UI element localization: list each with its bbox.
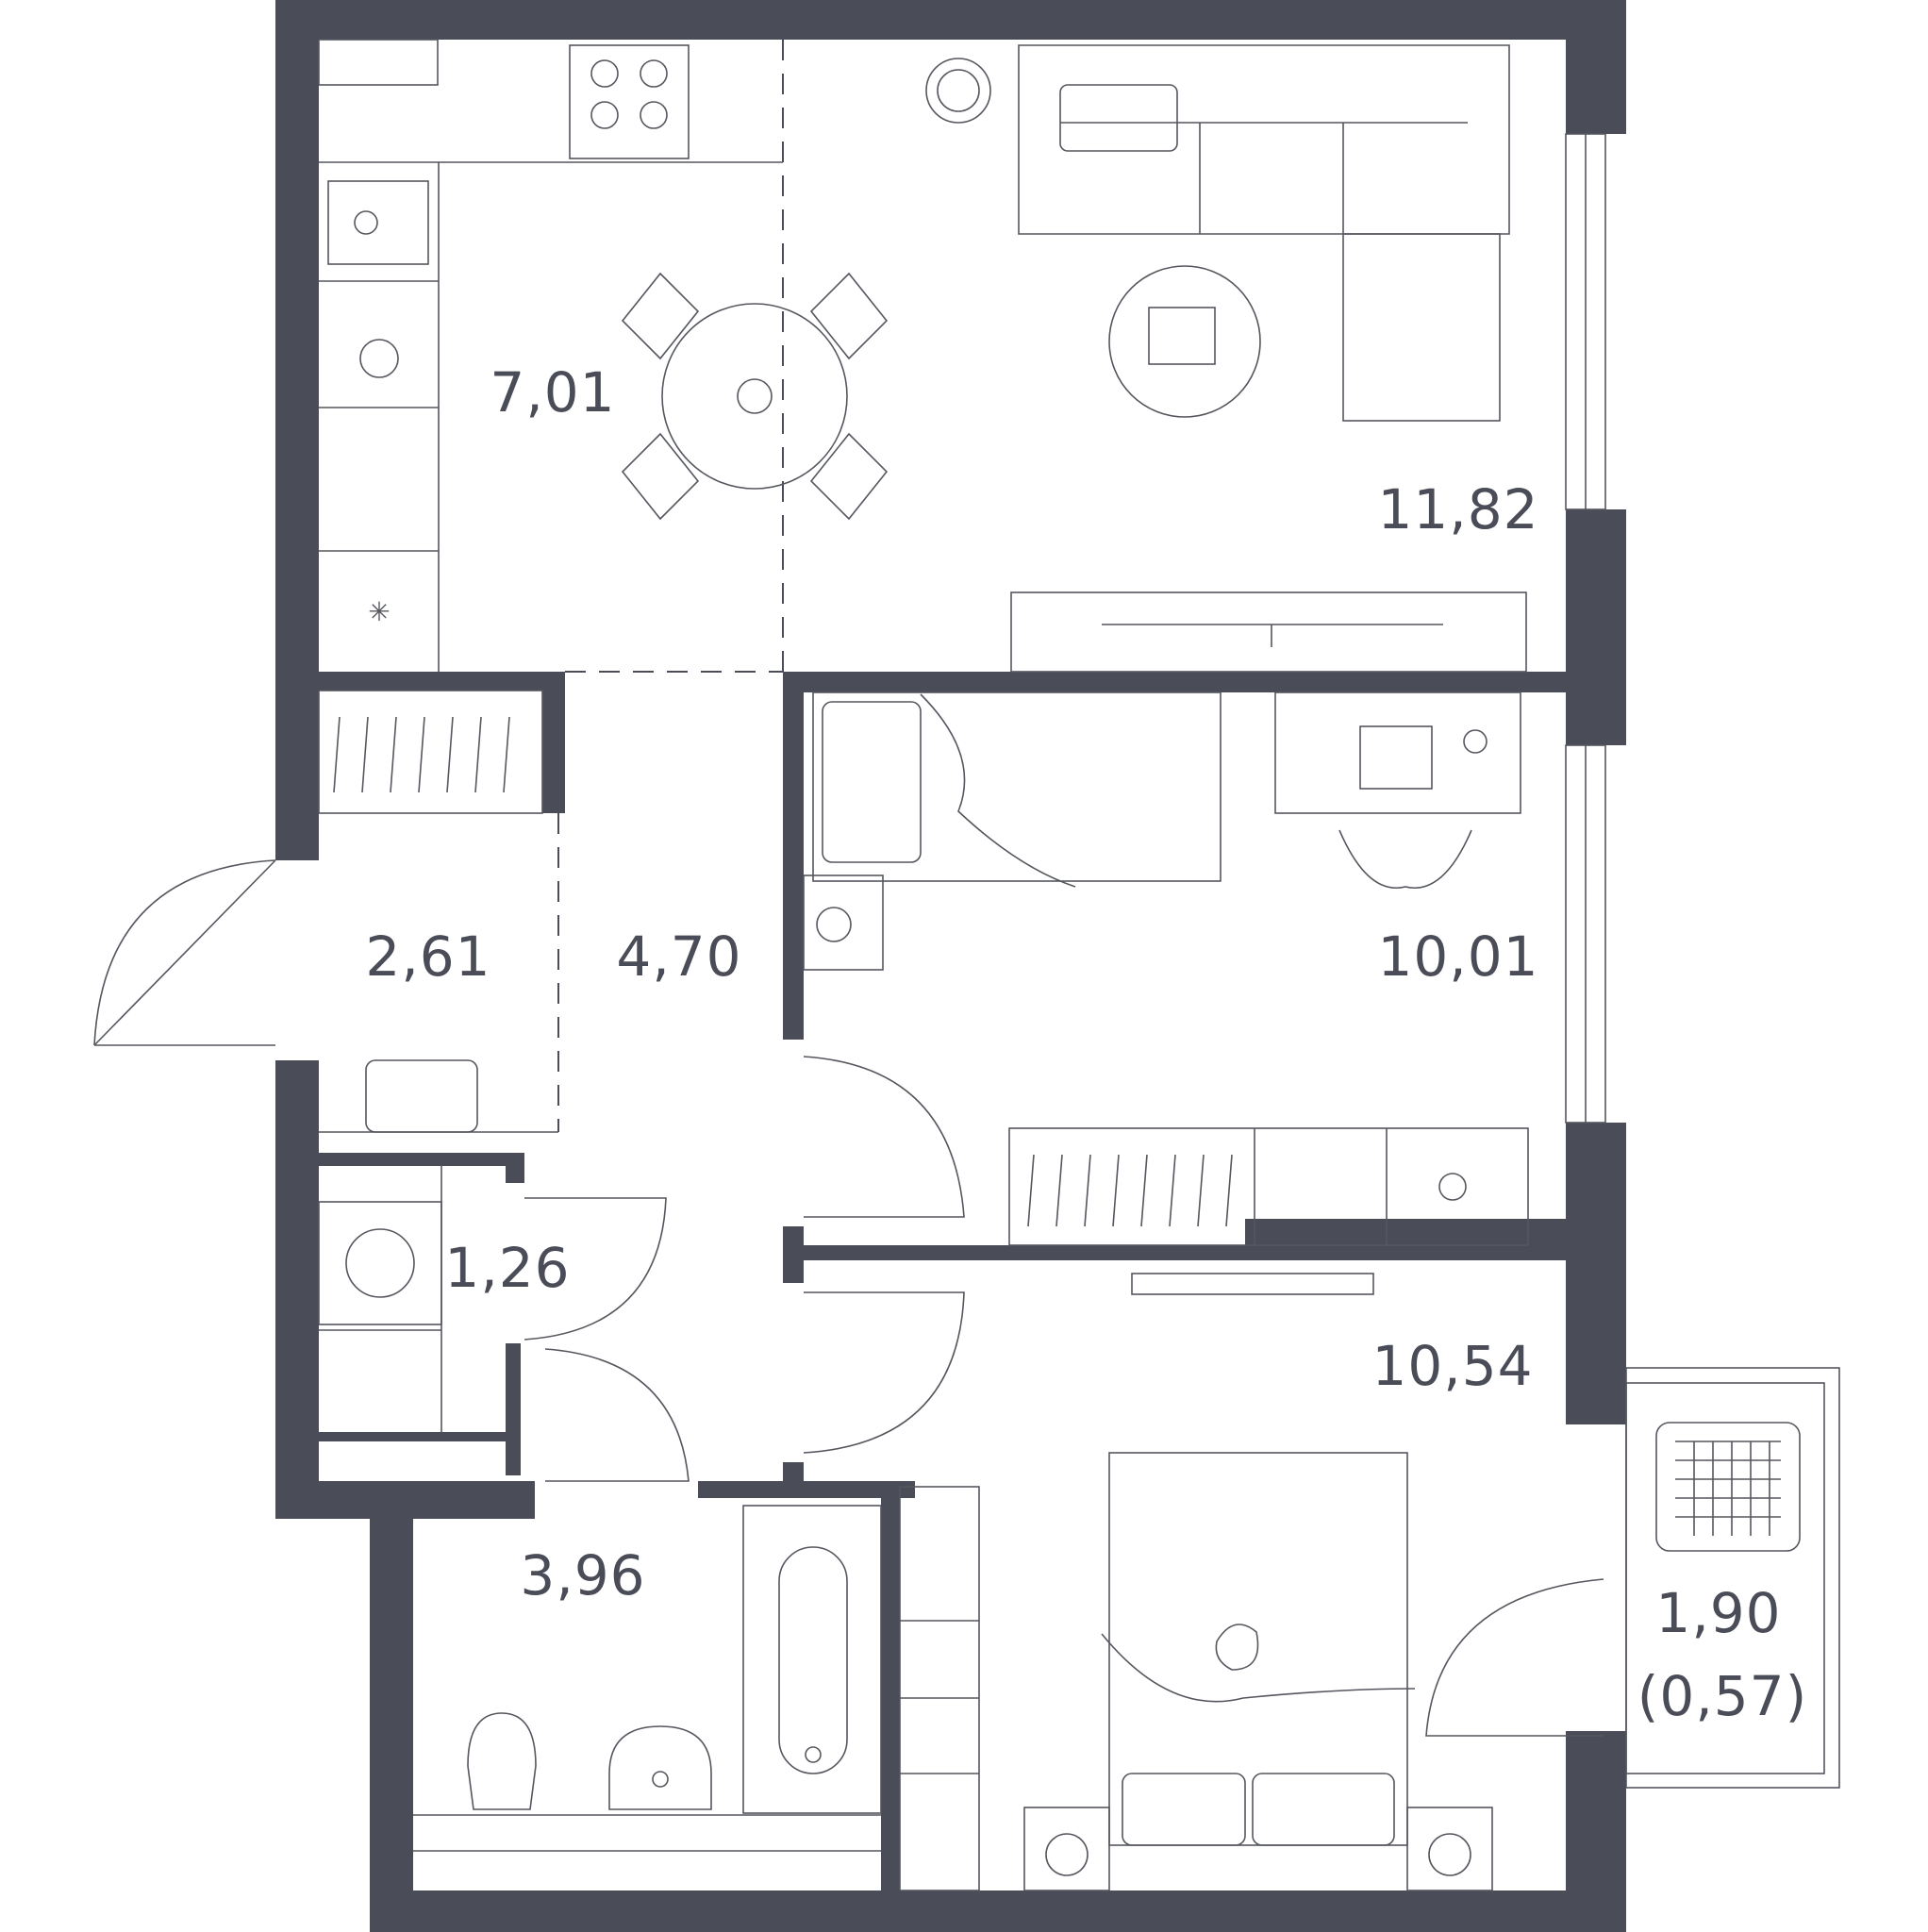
desk	[1274, 691, 1521, 814]
coffee-table	[1108, 265, 1261, 418]
dining-table	[661, 303, 848, 490]
walls	[275, 0, 1626, 1932]
bedroom-2-area-label: 10,54	[1371, 1334, 1533, 1398]
balcony	[1625, 1367, 1840, 1789]
wardrobe-area-label: 1,26	[444, 1236, 570, 1300]
stove-icon	[569, 44, 690, 159]
wardrobe-room-furniture	[318, 1166, 442, 1432]
vent-icon	[925, 58, 991, 124]
washing-machine	[318, 1201, 442, 1325]
washbasin-icon	[608, 1725, 712, 1810]
tv-stand	[1010, 591, 1527, 673]
kitchen-area-label: 7,01	[490, 360, 615, 425]
kitchen-furniture: ✳	[318, 39, 889, 672]
shelving	[899, 1486, 980, 1891]
living-room-area-label: 11,82	[1377, 477, 1538, 541]
bathroom-door	[544, 1348, 690, 1482]
bathroom-area-label: 3,96	[520, 1543, 645, 1607]
bed	[812, 691, 1222, 882]
chair	[1338, 829, 1472, 889]
hall-area-label: 2,61	[365, 924, 490, 989]
tv-shelf	[1131, 1273, 1374, 1295]
bedroom-1-furniture	[803, 691, 1529, 1246]
corridor-area-label: 4,70	[616, 924, 741, 989]
living-room-furniture	[925, 44, 1527, 673]
sofa	[1018, 44, 1510, 235]
entrance-door	[93, 859, 276, 1046]
hall-closet	[318, 690, 558, 1133]
wardrobe-door	[524, 1197, 667, 1341]
snowflake-icon: ✳	[368, 596, 390, 627]
bedroom-2-door	[803, 1291, 965, 1454]
bedroom-1-door	[803, 1056, 965, 1218]
toilet-icon	[467, 1712, 537, 1810]
sink-icon	[327, 180, 429, 265]
balcony-area-label: 1,90	[1655, 1581, 1781, 1645]
zone-dividers	[557, 40, 784, 1132]
plant-icon	[1438, 1173, 1467, 1201]
shoe-rack	[365, 1059, 478, 1133]
armchair-icon	[1655, 1422, 1801, 1552]
bathroom-furniture	[413, 1505, 882, 1852]
faucet-icon	[359, 339, 399, 378]
bathtub	[742, 1505, 882, 1814]
bedroom-2-furniture	[899, 1273, 1493, 1891]
balcony-reduced-area-label: (0,57)	[1637, 1664, 1807, 1728]
doors	[93, 859, 1604, 1737]
nightstand	[803, 874, 884, 971]
bedroom-1-area-label: 10,01	[1377, 924, 1538, 989]
wardrobe-cabinet	[1008, 1127, 1529, 1246]
windows	[1565, 133, 1606, 1124]
balcony-door	[1425, 1578, 1604, 1737]
cat-icon	[1215, 1624, 1259, 1671]
room-labels: 7,01 11,82 2,61 4,70 10,01 1,26 10,54 3,…	[365, 360, 1807, 1728]
